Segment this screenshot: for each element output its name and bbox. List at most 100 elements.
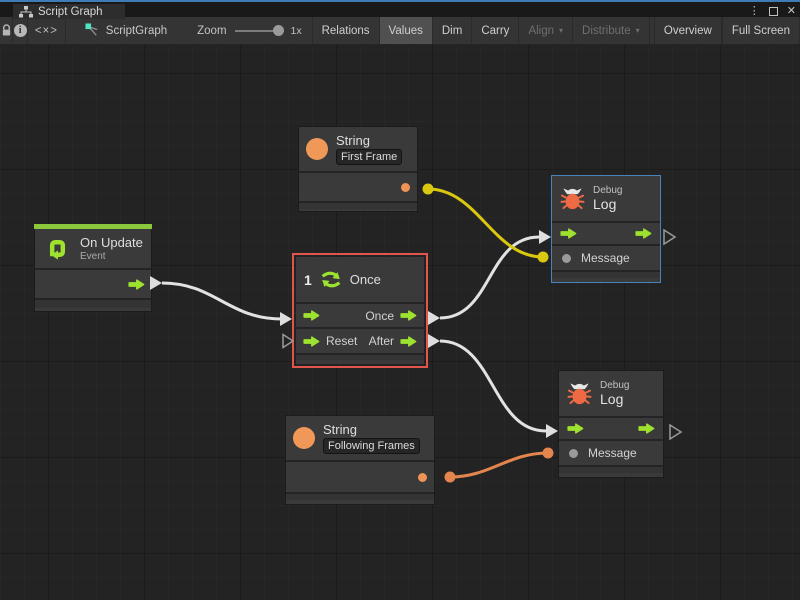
update-loop-icon <box>49 239 66 260</box>
wire-once-to-log2[interactable] <box>428 334 558 438</box>
node-footer <box>552 270 660 278</box>
node-once[interactable]: 1 Once Once <box>296 257 424 364</box>
wire-onupdate-to-once[interactable] <box>150 276 292 326</box>
node-title: On Update <box>80 235 143 250</box>
lock-icon <box>2 24 10 36</box>
bug-icon <box>560 188 585 210</box>
control-row <box>559 416 663 439</box>
node-title: Log <box>600 391 624 407</box>
log2-output-triangle-icon <box>669 423 683 441</box>
node-on-update[interactable]: On Update Event <box>34 224 152 312</box>
maximize-icon[interactable] <box>768 6 778 16</box>
node-header: On Update Event <box>35 229 151 268</box>
node-header: 1 Once <box>296 257 424 302</box>
node-header: String Following Frames <box>286 416 434 460</box>
value-output-row <box>286 460 434 492</box>
close-icon[interactable]: ✕ <box>786 5 796 17</box>
node-debug-log-1[interactable]: Debug Log Message <box>551 175 661 283</box>
control-output-port[interactable] <box>128 278 145 290</box>
control-output-port[interactable] <box>638 423 655 434</box>
window-controls: ⋮ ✕ <box>749 4 796 18</box>
zoom-slider-handle[interactable] <box>272 25 284 36</box>
string-value-input[interactable]: Following Frames <box>323 438 420 454</box>
menu-icon[interactable]: ⋮ <box>748 5 760 17</box>
node-category: Debug <box>593 185 623 196</box>
reset-input-label: Reset <box>326 334 358 348</box>
distribute-button[interactable]: Distribute ▾ <box>572 17 650 44</box>
node-string-first-frame[interactable]: String First Frame <box>298 126 418 212</box>
node-header: Debug Log <box>552 176 660 221</box>
value-output-port[interactable] <box>401 182 410 192</box>
code-view-button[interactable]: <×> <box>28 17 66 44</box>
node-header: String First Frame <box>299 127 417 171</box>
node-footer <box>296 353 424 360</box>
message-input-port[interactable] <box>569 448 578 458</box>
node-title: Log <box>593 196 617 212</box>
distribute-label: Distribute <box>582 24 631 37</box>
control-output-row <box>35 268 151 298</box>
string-type-icon <box>293 427 315 449</box>
message-input-port[interactable] <box>562 253 571 263</box>
message-label: Message <box>581 251 630 265</box>
once-cycle-icon <box>321 271 341 287</box>
node-title: Once <box>349 272 381 287</box>
graph-canvas[interactable]: On Update Event String First Frame <box>0 45 800 600</box>
wire-string2-to-log2-message[interactable] <box>444 447 554 483</box>
node-footer <box>286 492 434 500</box>
value-output-row <box>299 171 417 201</box>
once-count: 1 <box>304 271 312 288</box>
zoom-label: Zoom <box>197 24 227 37</box>
control-input-port[interactable] <box>560 228 577 239</box>
dim-button[interactable]: Dim <box>431 17 471 44</box>
graph-icon <box>19 5 33 17</box>
carry-button[interactable]: Carry <box>471 17 518 44</box>
after-output-port[interactable] <box>400 335 417 347</box>
wire-string1-to-log1-message[interactable] <box>422 183 549 263</box>
value-output-port[interactable] <box>418 472 427 482</box>
once-row-2: Reset After <box>296 327 424 353</box>
log1-output-triangle-icon <box>663 228 677 246</box>
after-output-label: After <box>368 334 394 348</box>
tab-title: Script Graph <box>38 5 103 18</box>
align-label: Align <box>528 24 555 37</box>
tab-script-graph[interactable]: Script Graph <box>13 4 125 19</box>
code-icon: <×> <box>34 24 58 37</box>
once-row-1: Once <box>296 302 424 327</box>
zoom-value: 1x <box>290 24 302 37</box>
node-footer <box>299 201 417 209</box>
node-title: String <box>336 133 370 148</box>
fullscreen-button[interactable]: Full Screen <box>721 17 800 44</box>
graph-name-breadcrumb[interactable]: ScriptGraph <box>73 17 181 44</box>
once-output-label: Once <box>365 308 394 323</box>
node-title: String <box>323 422 357 437</box>
node-string-following-frames[interactable]: String Following Frames <box>285 415 435 505</box>
string-type-icon <box>306 138 328 160</box>
values-button[interactable]: Values <box>378 17 432 44</box>
node-header: Debug Log <box>559 371 663 416</box>
inspect-button[interactable]: i <box>13 17 29 44</box>
node-debug-log-2[interactable]: Debug Log Message <box>558 370 664 478</box>
align-button[interactable]: Align ▾ <box>518 17 572 44</box>
lock-button[interactable] <box>0 17 14 44</box>
zoom-slider[interactable] <box>234 17 284 44</box>
once-output-port[interactable] <box>400 310 417 321</box>
script-graph-icon <box>85 23 98 36</box>
control-row <box>552 221 660 244</box>
bug-icon <box>567 383 592 405</box>
chevron-down-icon: ▾ <box>559 26 564 35</box>
relations-button[interactable]: Relations <box>311 17 379 44</box>
node-once-selection-border: 1 Once Once <box>292 253 428 368</box>
wire-once-to-log1[interactable] <box>428 230 551 325</box>
enter-input-port[interactable] <box>303 310 320 321</box>
overview-button[interactable]: Overview <box>653 17 722 44</box>
info-icon: i <box>13 24 27 37</box>
reset-input-port[interactable] <box>303 335 320 347</box>
tab-bar: Script Graph ⋮ ✕ <box>0 0 800 19</box>
control-input-port[interactable] <box>567 423 584 434</box>
zoom-slider-track <box>234 29 284 32</box>
control-output-port[interactable] <box>635 228 652 239</box>
string-value-input[interactable]: First Frame <box>336 149 403 165</box>
node-subtitle: Event <box>80 251 106 262</box>
chevron-down-icon: ▾ <box>635 26 640 35</box>
